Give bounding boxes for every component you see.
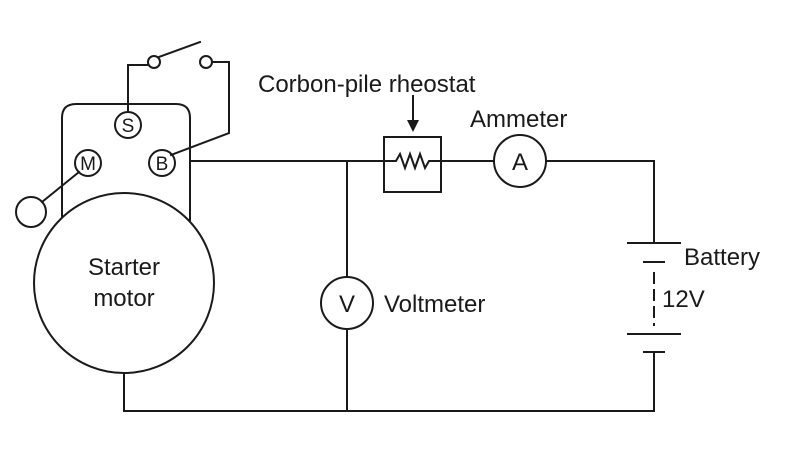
switch-lever: [157, 40, 202, 59]
terminal-s-label: S: [122, 116, 135, 137]
rheostat-label: Corbon-pile rheostat: [258, 71, 476, 98]
terminal-b-circle: [148, 149, 176, 177]
rheostat-arrow-head: [407, 120, 419, 132]
m-terminal-wire: [40, 170, 81, 204]
terminal-m-circle: [74, 149, 102, 177]
solenoid-housing: [61, 103, 191, 221]
wire-ammeter-to-battery: [545, 160, 655, 244]
switch-wire-left: [127, 64, 150, 113]
rheostat-box: [383, 136, 442, 193]
battery-label: Battery: [684, 244, 760, 271]
pinion-circle: [15, 196, 47, 228]
ammeter-symbol: A: [512, 149, 528, 176]
motor-label-line2: motor: [93, 285, 154, 312]
switch-contact-right: [199, 55, 213, 69]
motor-label-line1: Starter: [88, 254, 160, 281]
ground-return-wire: [123, 351, 655, 412]
starter-motor-body: [33, 192, 215, 374]
battery-voltage-label: 12V: [662, 286, 705, 313]
switch-wire-right: [169, 61, 230, 157]
voltmeter-symbol: V: [339, 291, 355, 318]
terminal-b-label: B: [156, 154, 169, 175]
rheostat-resistor-symbol: [385, 151, 440, 171]
voltmeter-label: Voltmeter: [384, 291, 485, 318]
ammeter-label: Ammeter: [470, 106, 567, 133]
terminal-m-label: M: [80, 154, 96, 175]
switch-contact-left: [147, 55, 161, 69]
